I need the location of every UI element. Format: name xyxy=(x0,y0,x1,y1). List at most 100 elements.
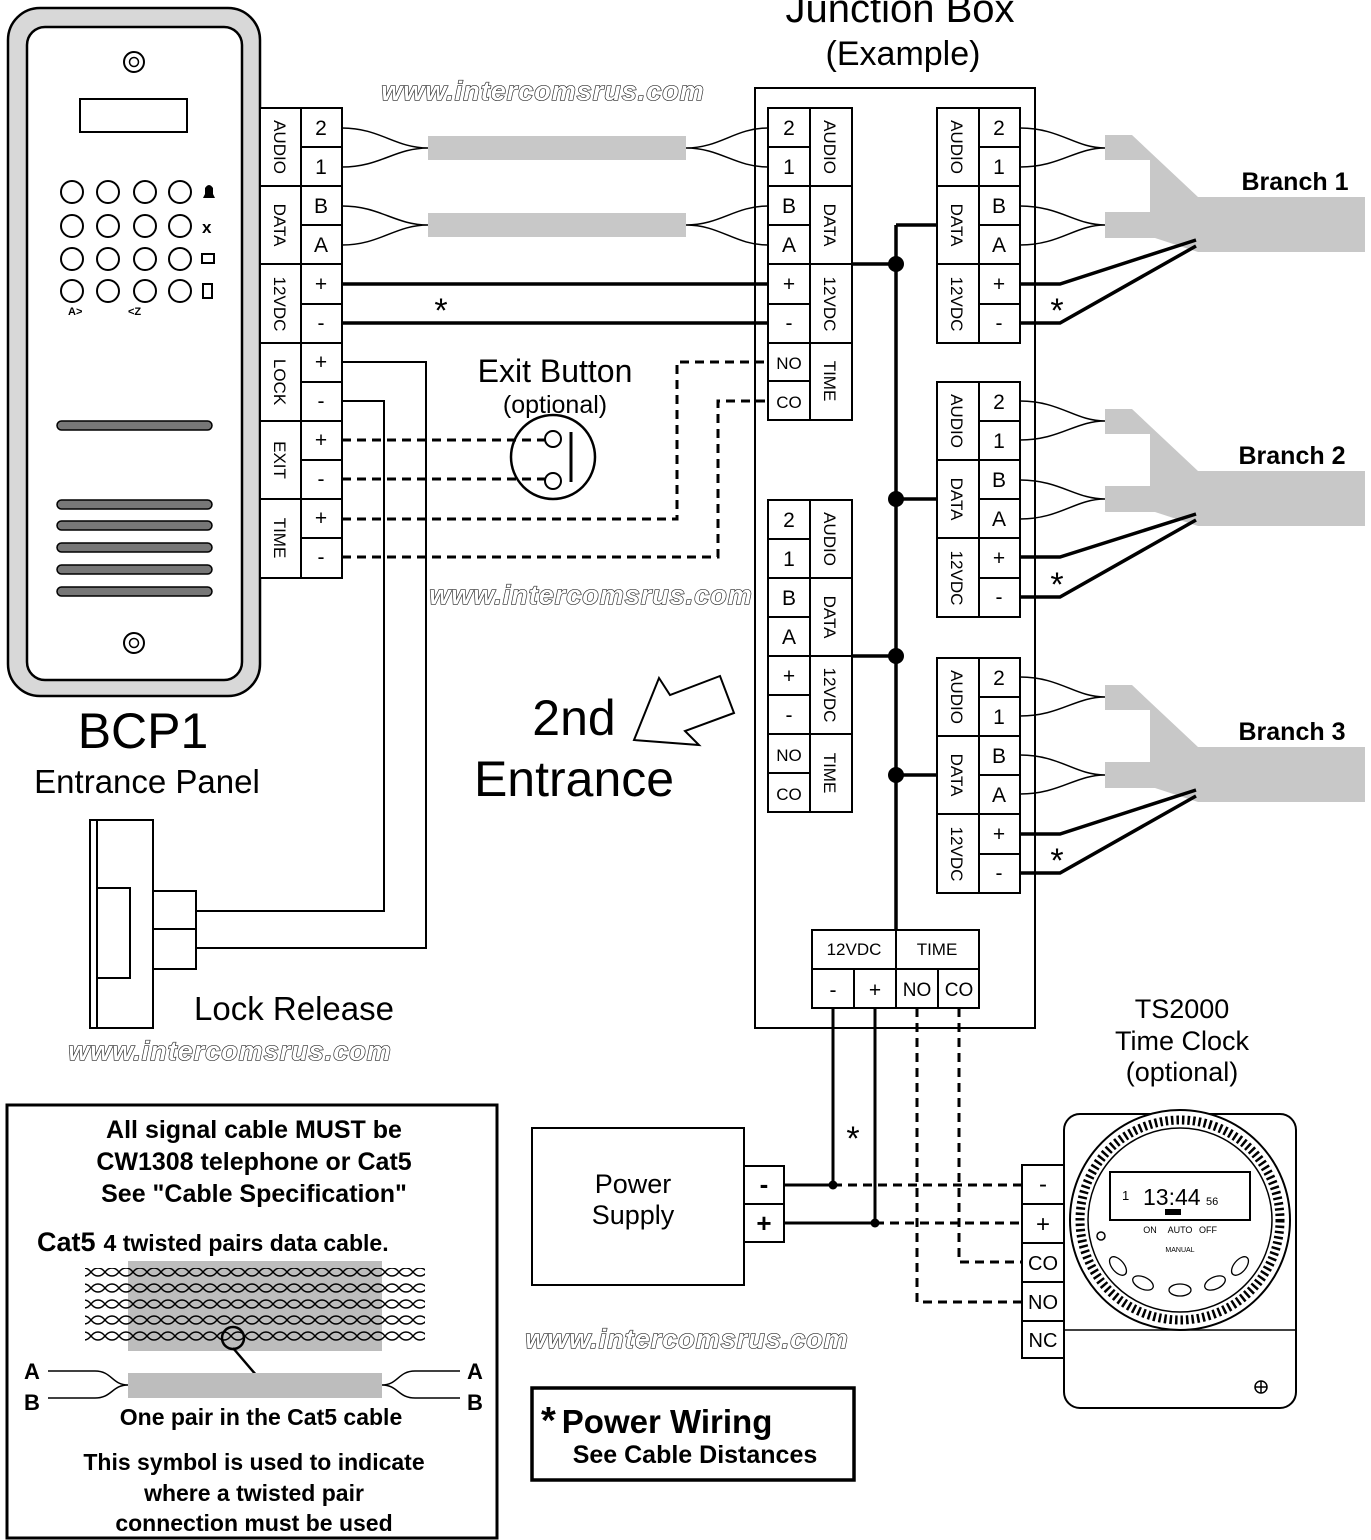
arrow-icon xyxy=(632,674,736,747)
label-labels-plus: + xyxy=(315,351,327,374)
branch-1-label: Branch 1 xyxy=(1242,168,1349,196)
label-labels-minus: - xyxy=(760,1169,769,1199)
label-labels-tB: B xyxy=(992,469,1006,492)
branch-block-1: AUDIO DATA 12VDC 2 1 B A + - xyxy=(936,107,1021,344)
watermark: www.intercomsrus.com xyxy=(381,76,705,106)
label-labels-no: NO xyxy=(776,746,802,765)
label-labels-plus: + xyxy=(993,273,1005,296)
label-labels-tB: B xyxy=(24,1390,40,1415)
label-labels-minus: - xyxy=(1039,1171,1047,1198)
cable-note: All signal cable MUST be CW1308 telephon… xyxy=(5,1103,499,1540)
label-second_entrance-line1: 2nd xyxy=(532,690,615,746)
label-time_clock-on: ON xyxy=(1143,1225,1157,1235)
label-labels-t2: 2 xyxy=(783,509,795,532)
label-labels-t1: 1 xyxy=(993,430,1005,453)
speaker-grille xyxy=(56,420,213,597)
label-labels-plus: + xyxy=(1036,1211,1050,1238)
power-supply: Power Supply - + xyxy=(531,1127,785,1286)
label-labels-data: DATA xyxy=(947,204,966,247)
label-labels-no: NO xyxy=(776,354,802,373)
label-labels-plus: + xyxy=(869,979,881,1002)
label-labels-t1: 1 xyxy=(993,706,1005,729)
label-labels-plus: + xyxy=(315,507,327,530)
label-labels-plus: + xyxy=(993,547,1005,570)
label-time_clock-line2: Time Clock xyxy=(1115,1026,1250,1056)
label-labels-v12: 12VDC xyxy=(820,668,839,723)
cat5-twisted-pairs xyxy=(85,1268,425,1346)
label-labels-time_upper: TIME xyxy=(917,940,958,959)
label-labels-minus: - xyxy=(786,312,793,335)
branch-3-label: Branch 3 xyxy=(1239,718,1346,746)
label-labels-lock: LOCK xyxy=(270,359,289,406)
label-labels-star: * xyxy=(1050,842,1063,880)
exit-button: Exit Button (optional) xyxy=(478,353,632,501)
label-labels-co: CO xyxy=(945,980,974,1001)
label-labels-no: NO xyxy=(903,980,932,1001)
label-labels-data: DATA xyxy=(947,478,966,521)
junction-bus xyxy=(852,223,937,930)
label-labels-minus: - xyxy=(318,390,325,413)
label-labels-t2: 2 xyxy=(993,117,1005,140)
branch-cables xyxy=(1019,127,1365,875)
svg-text:*Power Wiring: *Power Wiring xyxy=(541,1400,772,1442)
label-labels-time: TIME xyxy=(820,753,839,794)
label-labels-star: * xyxy=(1050,292,1063,330)
label-labels-v12: 12VDC xyxy=(270,277,289,332)
key-icon xyxy=(201,253,215,264)
label-labels-plus: + xyxy=(315,429,327,452)
svg-text:A>: A> xyxy=(68,306,82,318)
label-labels-tB: B xyxy=(314,195,328,218)
bcp1-panel: x A> <Z BCP1 Entrance Panel xyxy=(6,6,262,800)
time-clock: TS2000 Time Clock (optional) 1 13:44 56 … xyxy=(1063,994,1297,1409)
label-labels-data: DATA xyxy=(820,204,839,247)
branch-block-3: AUDIO DATA 12VDC 2 1 B A + - xyxy=(936,657,1021,894)
label-labels-t1: 1 xyxy=(783,156,795,179)
label-labels-tA: A xyxy=(992,784,1006,807)
label-labels-minus: - xyxy=(318,468,325,491)
label-labels-data: DATA xyxy=(947,754,966,797)
watermark: www.intercomsrus.com xyxy=(429,580,753,610)
label-labels-minus: - xyxy=(830,979,837,1002)
label-labels-tB: B xyxy=(992,745,1006,768)
cancel-icon: x xyxy=(202,218,212,237)
label-labels-tA: A xyxy=(992,508,1006,531)
lock-wires xyxy=(196,361,427,949)
label-cable_note-line1: All signal cable MUST be xyxy=(106,1116,402,1144)
label-labels-tA: A xyxy=(782,626,796,649)
label-labels-time: TIME xyxy=(820,361,839,402)
power-wires-bcp1 xyxy=(342,282,768,325)
keypad xyxy=(60,180,192,303)
screw-icon xyxy=(123,51,145,73)
label-labels-t1: 1 xyxy=(993,156,1005,179)
label-labels-v12: 12VDC xyxy=(947,277,966,332)
label-labels-star: * xyxy=(1050,566,1063,604)
label-time_clock-line3: (optional) xyxy=(1126,1057,1239,1087)
screw-icon xyxy=(123,632,145,654)
label-labels-data: DATA xyxy=(270,204,289,247)
label-time_clock-auto: AUTO xyxy=(1168,1225,1193,1235)
jb-power-block: 12VDC TIME - + NO CO xyxy=(811,929,980,1009)
dashed-wires-timeclock xyxy=(833,1008,1022,1304)
label-labels-star: * xyxy=(434,292,447,330)
label-labels-minus: - xyxy=(318,312,325,335)
label-time_clock-off: OFF xyxy=(1199,1225,1217,1235)
label-labels-plus: + xyxy=(993,823,1005,846)
label-time_clock-display_day: 1 xyxy=(1122,1188,1129,1203)
bcp1-title: BCP1 xyxy=(78,703,209,759)
label-labels-nc: NC xyxy=(1029,1330,1058,1352)
junction-box-subtitle: (Example) xyxy=(826,35,981,73)
label-labels-plus: + xyxy=(315,273,327,296)
label-labels-audio: AUDIO xyxy=(270,120,289,174)
label-labels-v12: 12VDC xyxy=(947,551,966,606)
label-labels-minus: - xyxy=(786,704,793,727)
label-labels-t2: 2 xyxy=(993,391,1005,414)
label-labels-audio: AUDIO xyxy=(820,120,839,174)
label-labels-audio: AUDIO xyxy=(947,670,966,724)
label-labels-minus: - xyxy=(318,546,325,569)
jb-second-entrance-block: 2 1 B A + - NO CO AUDIO DATA 12VDC TIME xyxy=(767,499,853,813)
label-labels-co: CO xyxy=(776,393,802,412)
label-cable_note-line3: See "Cable Specification" xyxy=(101,1180,407,1208)
label-labels-v12: 12VDC xyxy=(820,277,839,332)
label-labels-tB: B xyxy=(782,195,796,218)
